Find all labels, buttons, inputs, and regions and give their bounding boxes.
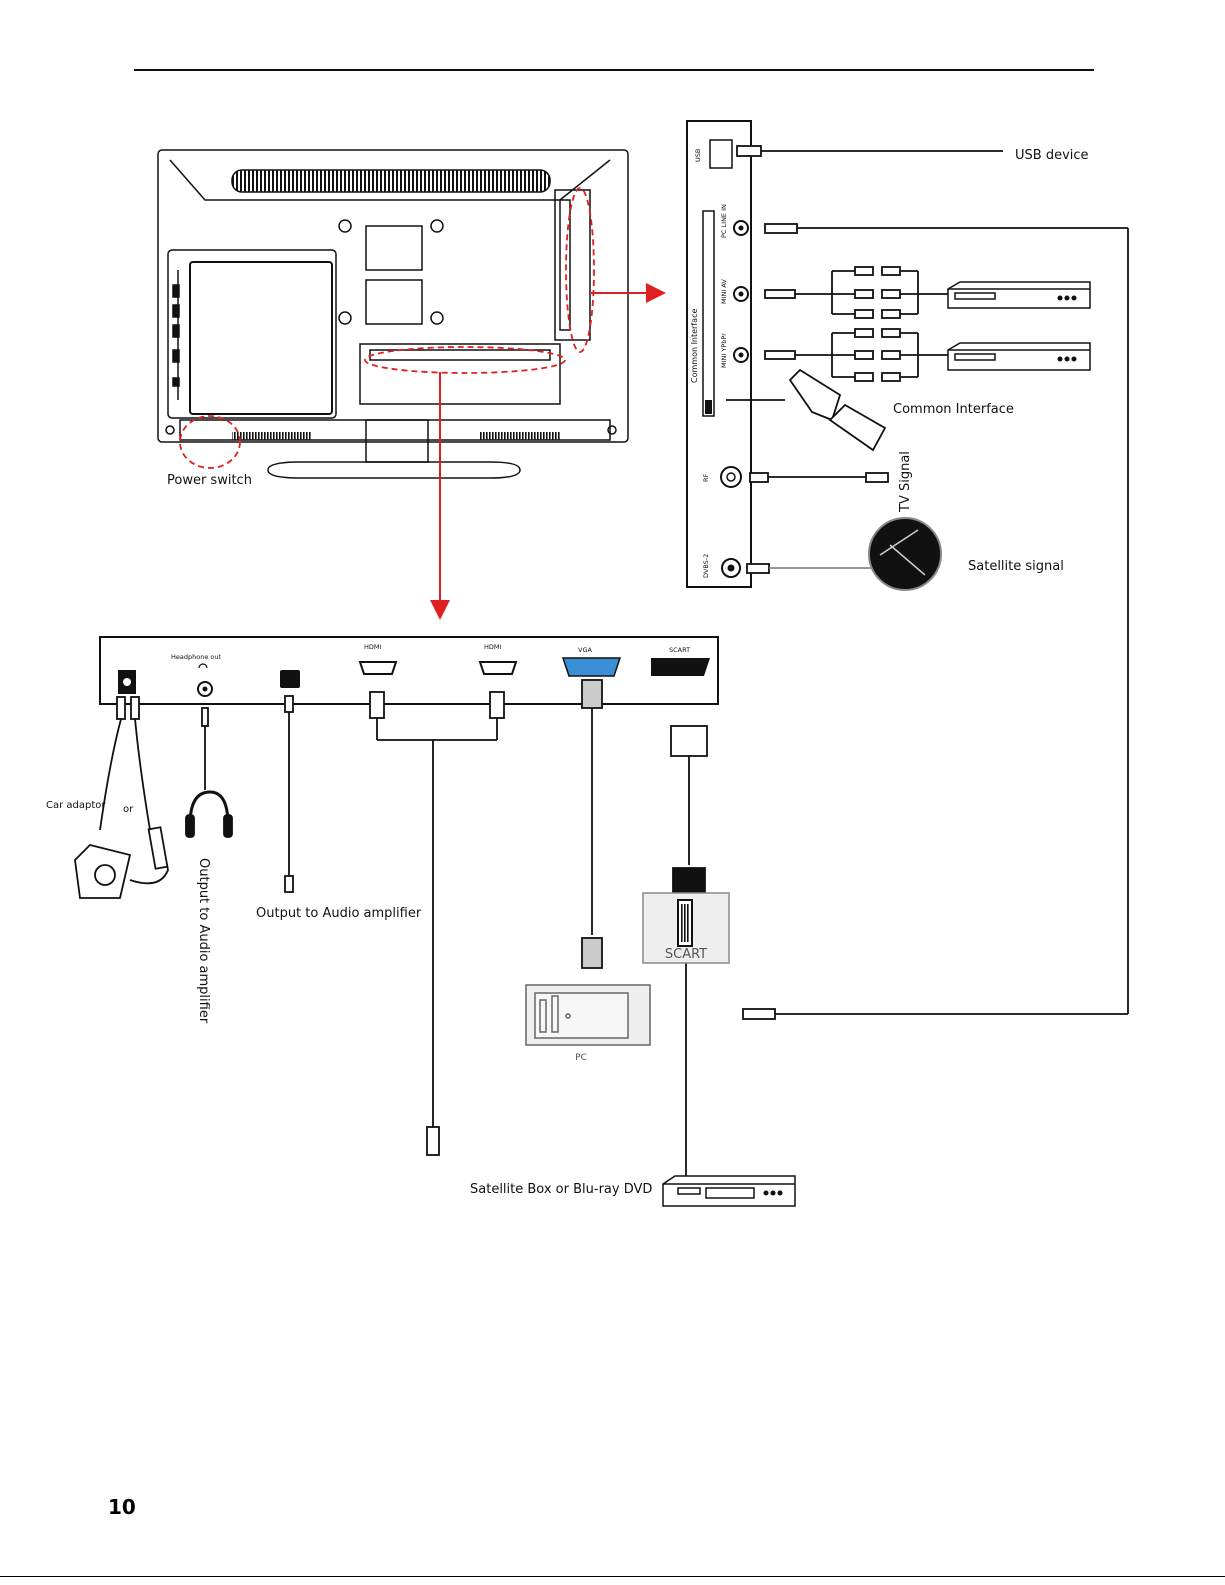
or-label: or (123, 804, 134, 815)
dvd-player-icon (663, 1176, 795, 1206)
scart-port-icon (651, 658, 710, 676)
tv-rear-illustration (158, 150, 628, 478)
bottom-panel: Headphone out HDMI HDMI VGA SCART (100, 637, 718, 704)
ci-card-icon (790, 370, 885, 450)
usb-device-label: USB device (1015, 148, 1089, 163)
satellite-dish-icon (869, 518, 941, 590)
hdmi2-port-icon (480, 662, 516, 674)
mini-av-label: MINI AV (720, 279, 728, 304)
tv-signal-label: TV Signal (898, 451, 913, 513)
satellite-signal-label: Satellite signal (968, 559, 1064, 574)
hdmi2-label: HDMI (484, 643, 502, 651)
bottom-rule (0, 1576, 1225, 1577)
highlight-markers (180, 188, 594, 468)
headphone-icon (199, 664, 207, 668)
output-audio-amplifier-vertical-label: Output to Audio amplifier (196, 858, 211, 1024)
scart-box-label: SCART (665, 947, 707, 962)
vga-label: VGA (578, 646, 592, 654)
satellite-box-label: Satellite Box or Blu-ray DVD (470, 1182, 652, 1197)
hdmi1-label: HDMI (364, 643, 382, 651)
mini-ypbpr-label: MINI YPbPr (720, 333, 728, 368)
power-switch-label: Power switch (167, 473, 252, 488)
headphone-out-label: Headphone out (171, 653, 221, 661)
car-adaptor-label: Car adaptor (46, 800, 106, 811)
page-number: 10 (108, 1495, 136, 1519)
pc-label: PC (575, 1053, 587, 1063)
output-audio-amplifier-label: Output to Audio amplifier (256, 906, 422, 921)
pc-icon (526, 985, 650, 1045)
dvd-player-icon (948, 282, 1090, 308)
bottom-cables (75, 680, 707, 1176)
optical-port-icon (280, 670, 300, 688)
common-interface-label: Common Interface (893, 402, 1014, 417)
hdmi1-port-icon (360, 662, 396, 674)
ci-slot (703, 211, 714, 416)
usb-port-icon (710, 140, 732, 168)
rf-label: RF (702, 473, 710, 482)
usb-port-label: USB (694, 149, 702, 162)
side-panel: USB Common Interface PC LINE IN MINI AV … (687, 121, 751, 587)
pc-line-in-label: PC LINE IN (720, 204, 728, 238)
scart-port-label: SCART (669, 646, 690, 654)
vga-port-icon (563, 658, 620, 676)
rf-jack-icon (721, 467, 741, 487)
ci-slot-label: Common Interface (690, 309, 699, 383)
dvbs2-label: DVBS-2 (702, 554, 710, 578)
dvd-player-icon (948, 343, 1090, 370)
